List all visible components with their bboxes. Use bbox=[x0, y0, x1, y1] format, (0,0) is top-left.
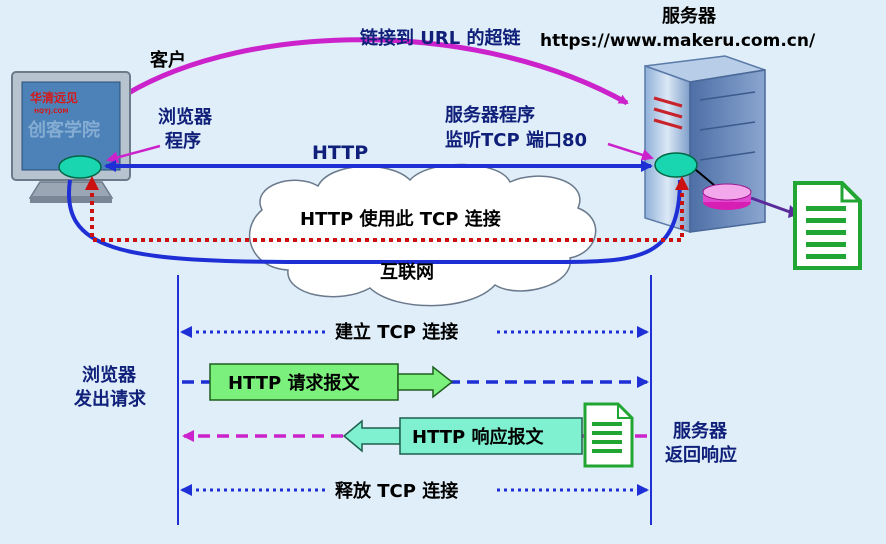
server-url: https://www.makeru.com.cn/ bbox=[540, 31, 816, 51]
cloud-icon bbox=[248, 163, 597, 307]
establish-tcp-box bbox=[325, 316, 495, 346]
client-socket-icon bbox=[58, 155, 102, 179]
response-box-arrow bbox=[342, 419, 401, 453]
browser-program-line1: 浏览器 bbox=[158, 106, 213, 128]
server-program-line1: 服务器程序 bbox=[445, 104, 535, 126]
server-program-line2: 监听TCP 端口80 bbox=[445, 129, 587, 151]
browser-request-line2: 发出请求 bbox=[73, 388, 147, 410]
document-icon bbox=[793, 181, 862, 270]
server-program-arrow bbox=[607, 142, 654, 161]
database-disk-icon bbox=[702, 183, 752, 210]
internet-label: 互联网 bbox=[380, 262, 434, 283]
establish-tcp-label: 建立 TCP 连接 bbox=[335, 321, 458, 343]
request-box-arrow bbox=[397, 365, 454, 399]
hyperlink-arrow bbox=[123, 37, 629, 106]
release-tcp-label: 释放 TCP 连接 bbox=[335, 480, 458, 502]
request-label: HTTP 请求报文 bbox=[228, 372, 360, 394]
disk-to-document-arrow bbox=[750, 196, 791, 214]
server-title: 服务器 bbox=[662, 5, 717, 27]
client-logo-line2: HQYJ.COM bbox=[34, 108, 68, 115]
tcp-usage-label: HTTP 使用此 TCP 连接 bbox=[300, 208, 501, 230]
response-label: HTTP 响应报文 bbox=[412, 426, 544, 448]
browser-program-arrow bbox=[106, 144, 161, 164]
server-response-line2: 返回响应 bbox=[665, 444, 737, 466]
response-document-icon bbox=[583, 402, 634, 468]
client-label: 客户 bbox=[150, 49, 186, 71]
client-logo-line1: 华清远见 bbox=[30, 90, 78, 105]
hyperlink-label: 链接到 URL 的超链 bbox=[360, 27, 521, 49]
browser-program-line2: 程序 bbox=[165, 130, 201, 152]
response-box bbox=[399, 417, 583, 455]
release-tcp-box bbox=[325, 474, 495, 504]
server-socket-icon bbox=[654, 152, 698, 178]
tcp-client-arrowhead bbox=[85, 176, 99, 190]
client-logo-line3: 创客学院 bbox=[27, 119, 100, 141]
browser-request-line1: 浏览器 bbox=[82, 364, 137, 386]
server-response-line1: 服务器 bbox=[673, 420, 728, 442]
tcp-connection-line bbox=[90, 185, 684, 242]
http-label: HTTP bbox=[312, 142, 368, 164]
tcp-server-arrowhead bbox=[675, 176, 689, 190]
